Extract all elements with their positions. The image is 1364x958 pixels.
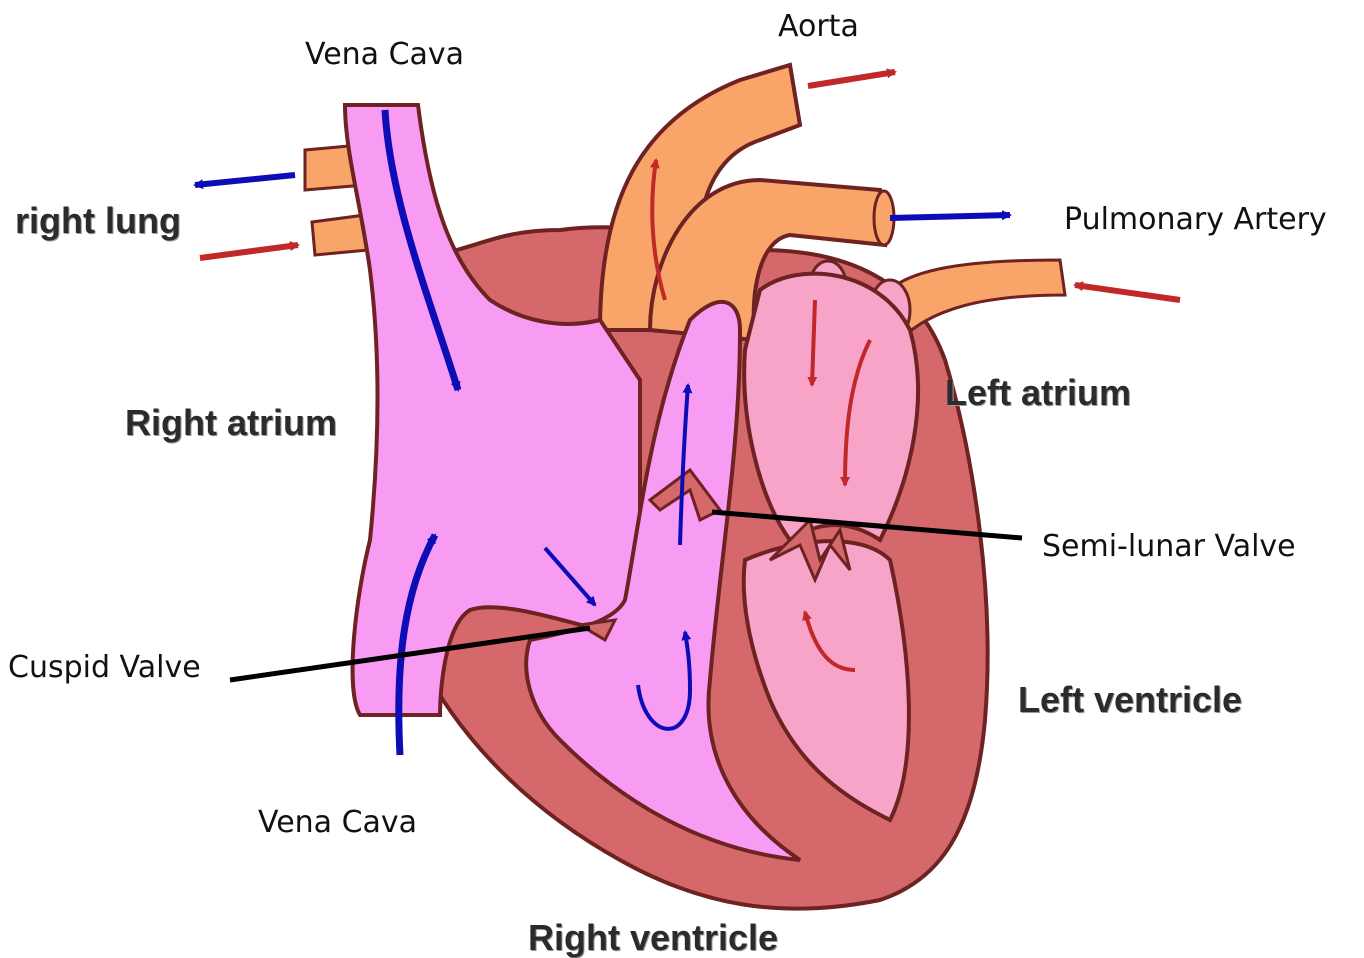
red-arrow-pulmonary-vein-in [1075, 285, 1180, 300]
blue-arrow-to-lung [195, 175, 295, 185]
red-arrow-aorta-out [808, 72, 895, 86]
label-aorta: Aorta [778, 12, 859, 42]
label-left-ventricle: Left ventricle [1018, 682, 1242, 718]
label-vena-cava-top: Vena Cava [305, 40, 464, 70]
label-left-atrium: Left atrium [945, 375, 1131, 411]
label-vena-cava-bottom: Vena Cava [258, 808, 417, 838]
blue-arrow-pulmonary-artery [890, 215, 1010, 218]
label-cuspid-valve: Cuspid Valve [8, 653, 201, 683]
red-arrow-from-lung [200, 245, 298, 258]
pulmonary-vein-lower-left [312, 215, 368, 255]
label-pulmonary-artery: Pulmonary Artery [1064, 205, 1327, 235]
label-semi-lunar-valve: Semi-lunar Valve [1042, 532, 1296, 562]
label-right-atrium: Right atrium [125, 405, 337, 441]
label-right-ventricle: Right ventricle [528, 920, 778, 956]
left-atrium-chamber [744, 274, 918, 540]
label-right-lung: right lung [15, 203, 181, 239]
